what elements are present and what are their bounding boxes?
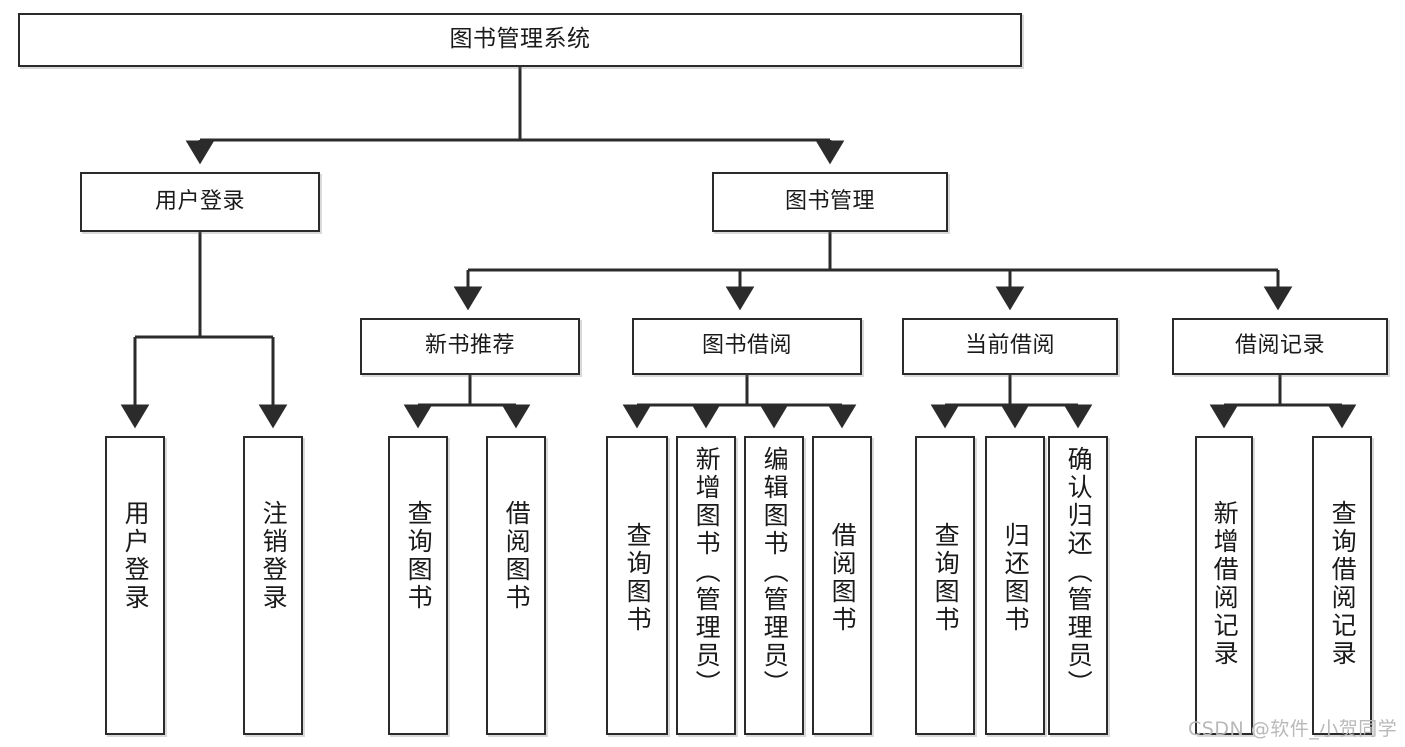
- node-leaf-borrow-book-2-label: 借阅图书: [828, 522, 858, 634]
- node-leaf-borrow-book-2[interactable]: 借阅图书: [812, 436, 872, 735]
- node-book-manage[interactable]: 图书管理: [712, 172, 948, 232]
- node-leaf-query-book-2-label: 查询图书: [623, 522, 653, 634]
- node-leaf-query-record[interactable]: 查询借阅记录: [1312, 436, 1372, 735]
- watermark: CSDN @软件_小贺同学: [1188, 718, 1398, 740]
- node-leaf-borrow-book-1[interactable]: 借阅图书: [486, 436, 546, 735]
- node-leaf-borrow-book-1-label: 借阅图书: [502, 500, 532, 612]
- node-leaf-return-book-label: 归还图书: [1001, 522, 1031, 634]
- node-leaf-add-book-label: 新增图书（管理员）: [692, 446, 722, 698]
- node-leaf-user-login[interactable]: 用户登录: [105, 436, 165, 735]
- node-leaf-add-book[interactable]: 新增图书（管理员）: [676, 436, 736, 735]
- node-new-book-recommend-label: 新书推荐: [424, 333, 515, 359]
- node-root[interactable]: 图书管理系统: [18, 13, 1022, 67]
- node-borrow-record[interactable]: 借阅记录: [1172, 318, 1388, 375]
- node-leaf-confirm-return[interactable]: 确认归还（管理员）: [1048, 436, 1108, 735]
- node-new-book-recommend[interactable]: 新书推荐: [360, 318, 580, 375]
- node-leaf-logout-label: 注销登录: [259, 500, 289, 612]
- node-user-login-label: 用户登录: [154, 188, 245, 214]
- node-borrow-record-label: 借阅记录: [1234, 333, 1325, 359]
- node-leaf-query-record-label: 查询借阅记录: [1328, 500, 1358, 668]
- node-leaf-query-book-2[interactable]: 查询图书: [606, 436, 668, 735]
- node-leaf-add-record-label: 新增借阅记录: [1210, 500, 1240, 668]
- node-user-login[interactable]: 用户登录: [80, 172, 320, 232]
- node-leaf-query-book-1-label: 查询图书: [404, 500, 434, 612]
- node-book-manage-label: 图书管理: [784, 188, 875, 214]
- node-leaf-logout[interactable]: 注销登录: [243, 436, 303, 735]
- node-leaf-query-book-1[interactable]: 查询图书: [388, 436, 448, 735]
- node-leaf-confirm-return-label: 确认归还（管理员）: [1064, 446, 1094, 698]
- node-leaf-query-book-3-label: 查询图书: [931, 522, 961, 634]
- node-leaf-edit-book[interactable]: 编辑图书（管理员）: [744, 436, 804, 735]
- node-current-borrow-label: 当前借阅: [964, 333, 1055, 359]
- node-leaf-edit-book-label: 编辑图书（管理员）: [760, 446, 790, 698]
- node-root-label: 图书管理系统: [449, 26, 591, 53]
- node-leaf-add-record[interactable]: 新增借阅记录: [1195, 436, 1253, 735]
- node-leaf-query-book-3[interactable]: 查询图书: [915, 436, 975, 735]
- node-book-borrow[interactable]: 图书借阅: [632, 318, 862, 375]
- node-current-borrow[interactable]: 当前借阅: [902, 318, 1118, 375]
- node-leaf-return-book[interactable]: 归还图书: [985, 436, 1045, 735]
- node-leaf-user-login-label: 用户登录: [121, 500, 151, 612]
- node-book-borrow-label: 图书借阅: [701, 333, 792, 359]
